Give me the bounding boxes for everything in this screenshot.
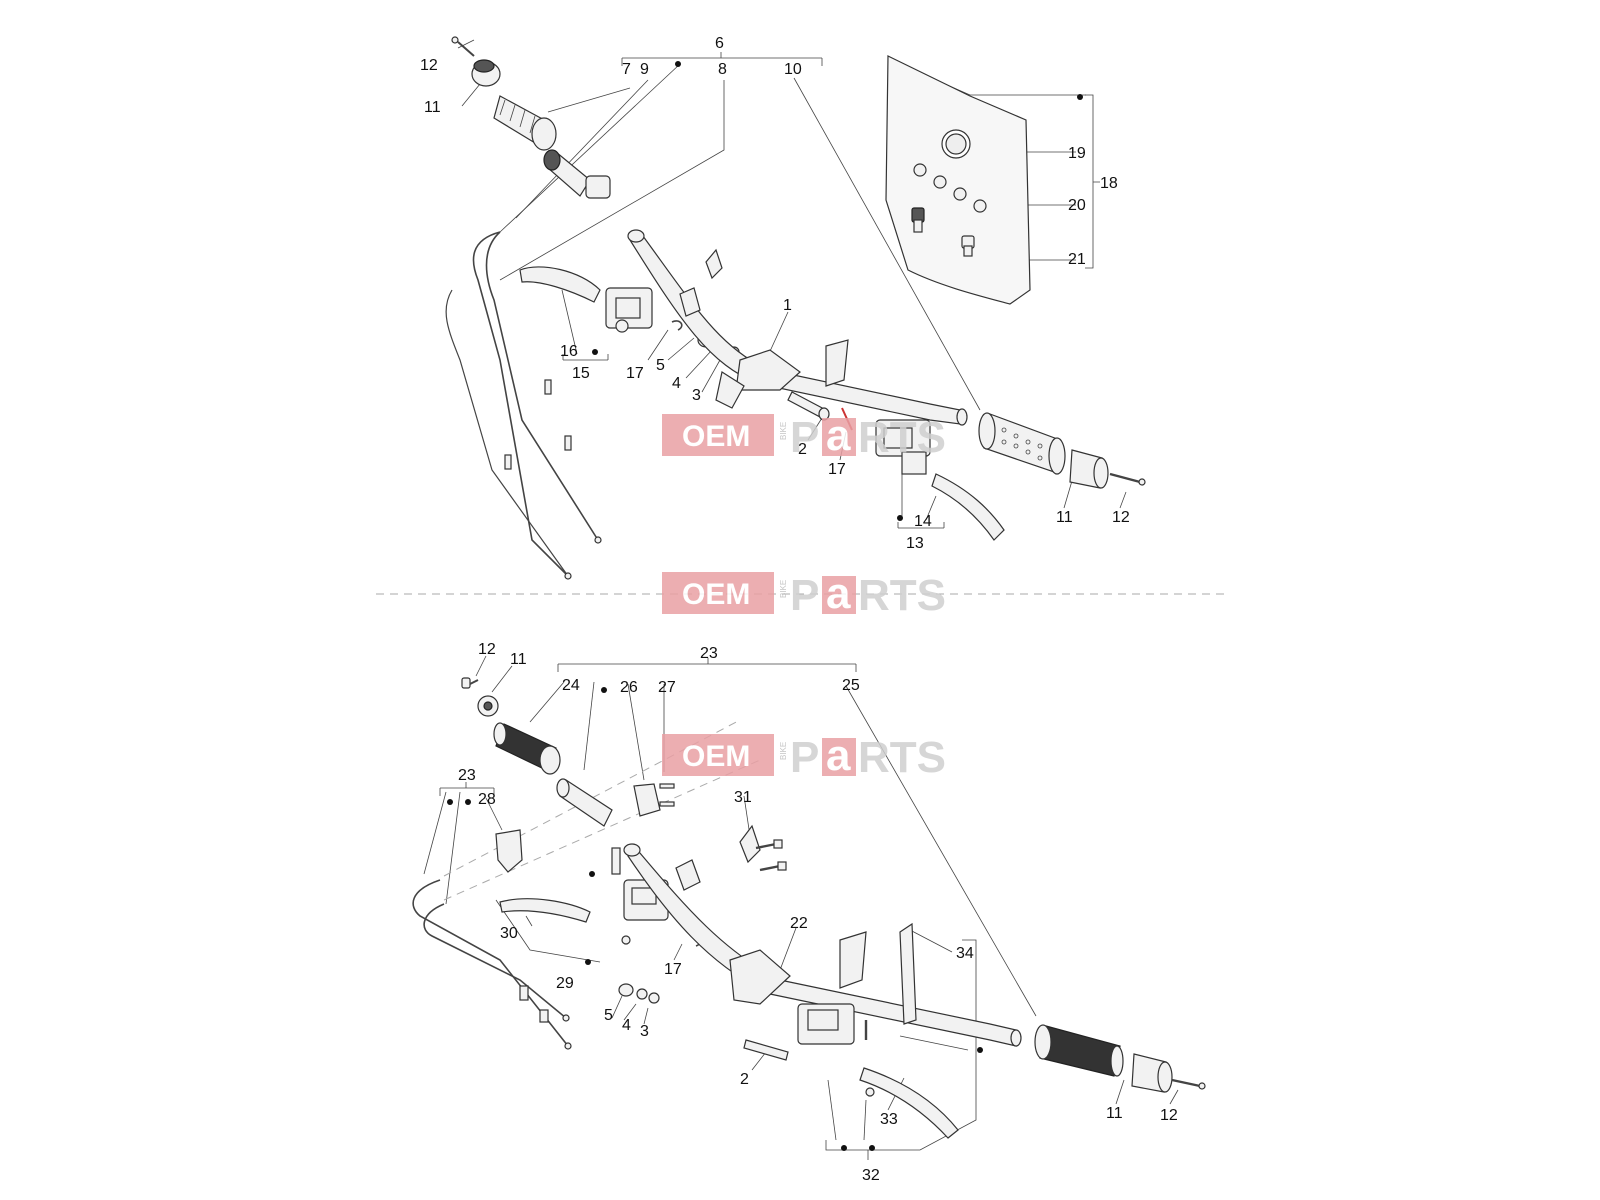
callout-17: 17	[828, 461, 846, 478]
callout-11: 11	[1106, 1105, 1123, 1122]
bar-end-washer-icon	[477, 695, 499, 717]
svg-text:RTS: RTS	[858, 413, 946, 462]
svg-text:P: P	[790, 571, 819, 620]
svg-text:BIKE: BIKE	[779, 422, 788, 440]
callout-2: 2	[740, 1071, 749, 1088]
throttle-tube-icon	[543, 149, 611, 199]
left-grip-icon	[493, 722, 561, 775]
callout-16: 16	[560, 343, 578, 360]
clip-icon	[671, 320, 683, 331]
callout-11: 11	[1056, 509, 1073, 526]
callout-2: 2	[798, 441, 807, 458]
callout-5: 5	[604, 1007, 613, 1024]
callout-26: 26	[620, 679, 638, 696]
callout-11: 11	[424, 99, 441, 116]
callout-1: 1	[783, 297, 792, 314]
callout-29: 29	[556, 975, 574, 992]
callout-34: 34	[956, 945, 974, 962]
callout-12: 12	[478, 641, 496, 658]
callout-10: 10	[784, 61, 802, 78]
callout-17: 17	[664, 961, 682, 978]
watermark-3: OEM BIKE P a RTS	[662, 731, 946, 782]
throttle-tube-icon	[556, 778, 675, 827]
top-assembly: 12 11 6 7 9 8 10 19 18 20 21 1 16 15 17 …	[420, 35, 1146, 580]
callout-5: 5	[656, 357, 665, 374]
end-screw-icon	[461, 677, 479, 689]
callout-30: 30	[500, 925, 518, 942]
bar-end-weight-icon	[471, 59, 501, 87]
watermark-2: OEM BIKE P a RTS	[662, 569, 946, 620]
callout-12: 12	[1112, 509, 1130, 526]
pin-icon	[743, 1039, 789, 1061]
left-brake-lever-icon	[499, 847, 669, 945]
callout-23: 23	[700, 645, 718, 662]
callout-17: 17	[626, 365, 644, 382]
spacer-washers-icon	[618, 983, 660, 1004]
right-brake-lever-icon	[875, 419, 1005, 541]
throttle-cables-icon	[412, 879, 572, 1050]
svg-text:P: P	[790, 413, 819, 462]
callout-15: 15	[572, 365, 590, 382]
handlebar-icon	[623, 824, 1022, 1047]
left-grip-icon	[493, 95, 557, 151]
callout-12: 12	[420, 57, 438, 74]
callout-20: 20	[1068, 197, 1086, 214]
callout-21: 21	[1068, 251, 1086, 268]
cable-guide-icon	[495, 829, 523, 873]
svg-text:RTS: RTS	[858, 733, 946, 782]
svg-text:OEM: OEM	[682, 578, 750, 611]
callout-24: 24	[562, 677, 580, 694]
callout-33: 33	[880, 1111, 898, 1128]
end-screw-icon	[1171, 1078, 1206, 1090]
callout-3: 3	[692, 387, 701, 404]
svg-text:OEM: OEM	[682, 740, 750, 773]
bolts-icon	[755, 839, 787, 872]
svg-text:OEM: OEM	[682, 420, 750, 453]
svg-text:a: a	[826, 411, 851, 460]
svg-text:BIKE: BIKE	[779, 580, 788, 598]
left-brake-lever-icon	[519, 266, 653, 333]
callout-12: 12	[1160, 1107, 1178, 1124]
svg-text:P: P	[790, 733, 819, 782]
svg-text:a: a	[826, 569, 851, 618]
callout-25: 25	[842, 677, 860, 694]
end-screw-icon	[1109, 472, 1146, 486]
right-grip-icon	[978, 412, 1066, 475]
callout-6: 6	[715, 35, 724, 52]
svg-text:a: a	[826, 731, 851, 780]
callout-31: 31	[734, 789, 752, 806]
switch-cover-panel-icon	[885, 55, 1031, 305]
callout-4: 4	[672, 375, 681, 392]
bottom-assembly: 12 11 23 24 26 27 25 23 28 31 30 22 34 1…	[412, 641, 1206, 1184]
right-grip-icon	[1034, 1024, 1124, 1077]
callout-7: 7	[622, 61, 631, 78]
end-screw-icon	[451, 36, 475, 57]
callout-32: 32	[862, 1167, 880, 1184]
throttle-cables-icon	[445, 231, 602, 580]
callout-4: 4	[622, 1017, 631, 1034]
bar-end-weight-icon	[1069, 449, 1109, 489]
svg-text:RTS: RTS	[858, 571, 946, 620]
callout-19: 19	[1068, 145, 1086, 162]
handlebar-icon	[627, 229, 968, 426]
callout-27: 27	[658, 679, 676, 696]
callout-14: 14	[914, 513, 932, 530]
callout-3: 3	[640, 1023, 649, 1040]
callout-18: 18	[1100, 175, 1118, 192]
callout-22: 22	[790, 915, 808, 932]
callout-13: 13	[906, 535, 924, 552]
bar-end-weight-icon	[1131, 1053, 1173, 1093]
right-brake-lever-icon	[797, 1003, 959, 1139]
callout-11: 11	[510, 651, 527, 668]
watermark-1: OEM BIKE P a RTS	[662, 411, 946, 462]
callout-8: 8	[718, 61, 727, 78]
callout-9: 9	[640, 61, 649, 78]
callout-23: 23	[458, 767, 476, 784]
svg-text:BIKE: BIKE	[779, 742, 788, 760]
callout-28: 28	[478, 791, 496, 808]
